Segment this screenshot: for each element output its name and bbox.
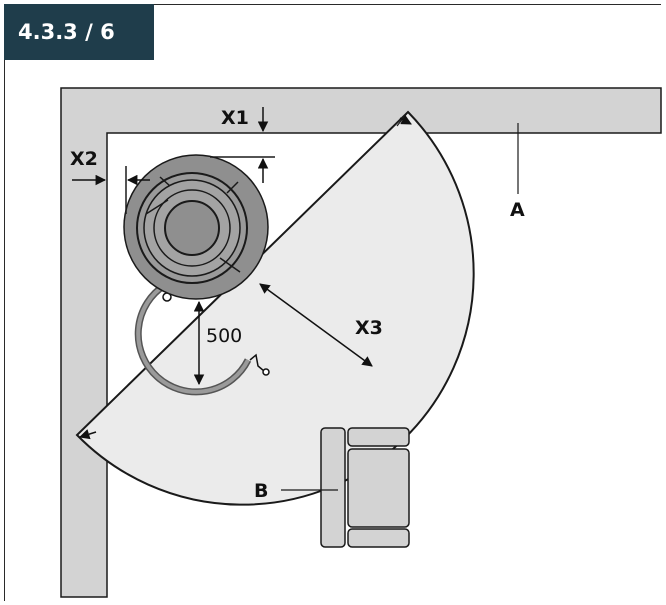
wall-label: A bbox=[510, 199, 525, 221]
x1-label: X1 bbox=[221, 107, 249, 129]
distance-label: 500 bbox=[206, 325, 242, 347]
x1-dimension: X1 bbox=[210, 107, 275, 183]
x3-dimension: X3 bbox=[259, 283, 383, 367]
sofa bbox=[320, 427, 410, 548]
x3-label: X3 bbox=[355, 317, 383, 339]
sofa-label: B bbox=[254, 480, 268, 502]
x2-label: X2 bbox=[70, 148, 98, 170]
stove bbox=[123, 154, 269, 300]
x2-dimension: X2 bbox=[70, 148, 150, 214]
diagram-frame bbox=[4, 4, 661, 601]
safety-zone bbox=[75, 110, 475, 506]
wall-corner bbox=[60, 87, 662, 598]
sofa-callout: B bbox=[254, 480, 338, 502]
section-number-tab: 4.3.3 / 6 bbox=[4, 4, 154, 60]
distance-dimension: 500 bbox=[193, 300, 242, 386]
wall-callout: A bbox=[510, 123, 525, 221]
